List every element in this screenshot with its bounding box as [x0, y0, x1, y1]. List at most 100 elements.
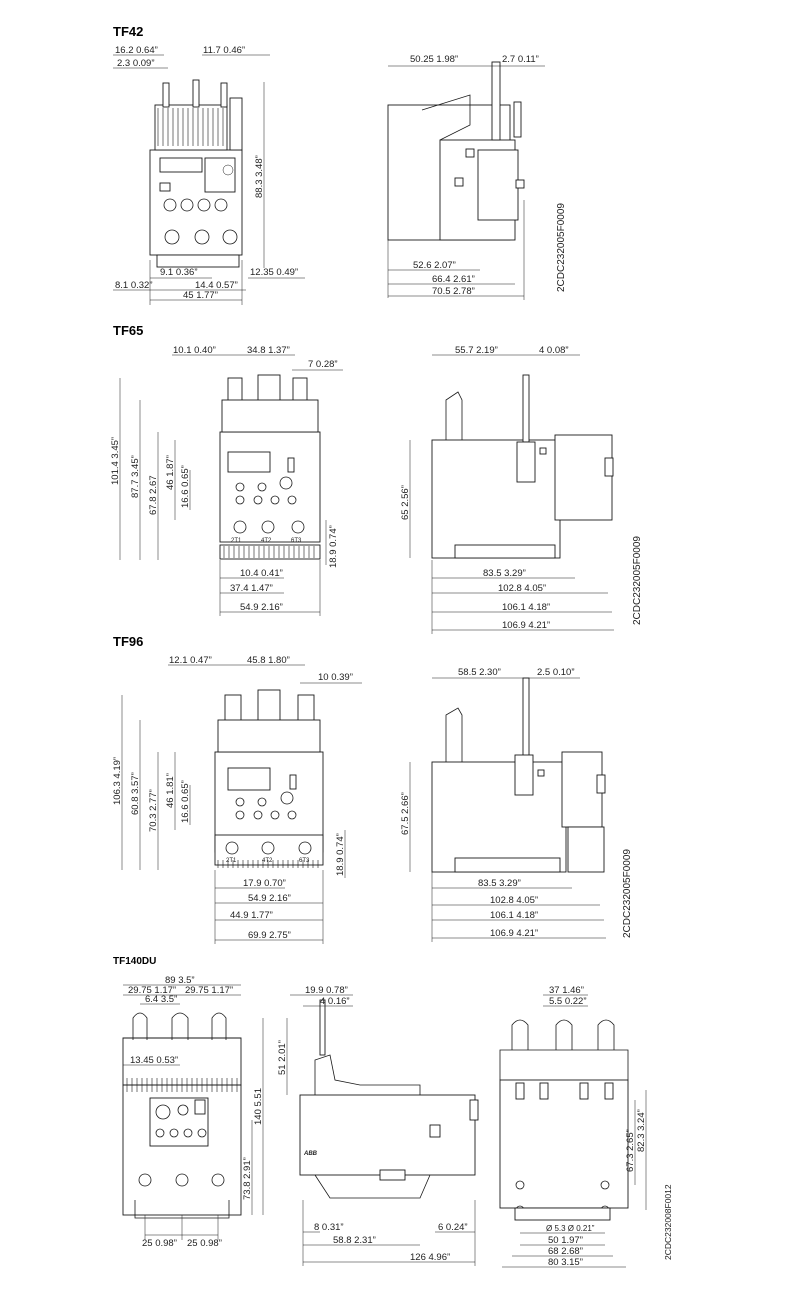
tf65-front-view — [219, 374, 321, 560]
tf140du-rear-dim-label: 5.5 0.22” — [549, 996, 587, 1007]
tf140du-rear-dim-label: 80 3.15” — [548, 1257, 583, 1268]
tf65-dim-label: 37.4 1.47” — [230, 583, 273, 594]
tf42-dim-label: 14.4 0.57” — [195, 280, 238, 291]
tf65-dim-label: 18.9 0.74” — [328, 525, 339, 568]
tf65-side-dim-label: 106.9 4.21” — [502, 620, 550, 631]
tf42-dim-label: 88.3 3.48” — [254, 155, 265, 198]
tf65-terminal-label: 2T1 — [231, 538, 242, 544]
tf96-side-dim-label: 58.5 2.30” — [458, 667, 501, 678]
tf140du-side-dim-label: 51 2.01” — [277, 1040, 288, 1075]
tf96-terminal-label: 2T1 — [226, 858, 237, 864]
tf140du-rear-view — [499, 1019, 629, 1221]
tf42-dim-label: 12.35 0.49” — [250, 267, 298, 278]
tf96-dim-label: 106.3 4.19” — [112, 757, 123, 805]
tf65-dim-label: 10.4 0.41” — [240, 568, 283, 579]
tf140du-rear-dim-label: Ø 5.3 Ø 0.21” — [546, 1224, 595, 1233]
tf42-side-dim-label: 70.5 2.78” — [432, 286, 475, 297]
tf42-front-view — [149, 79, 243, 268]
tf42-dim-label: 11.7 0.46” — [203, 45, 245, 56]
tf140du-dim-label: 89 3.5” — [165, 975, 195, 986]
tf42-drawing-code: 2CDC232005F0009 — [556, 203, 567, 292]
tf140du-side-dimensions — [286, 994, 476, 1266]
tf65-side-dim-label: 83.5 3.29” — [483, 568, 526, 579]
tf140du-title: TF140DU — [113, 956, 156, 967]
tf96-dim-label: 10 0.39” — [318, 672, 353, 683]
tf96-dim-label: 16.6 0.65” — [180, 780, 191, 823]
tf96-side-dim-label: 106.9 4.21” — [490, 928, 538, 939]
tf140du-side-dim-label: 8 0.31” — [314, 1222, 344, 1233]
tf140du-front-view — [122, 1012, 242, 1219]
tf96-front-view — [214, 689, 324, 868]
tf42-side-dim-label: 52.6 2.07” — [413, 260, 456, 271]
tf96-dim-label: 60.8 3.57” — [130, 772, 141, 815]
tf65-dim-label: 16.6 0.65” — [180, 465, 191, 508]
tf65-front-dimensions — [119, 354, 343, 616]
tf65-dim-label: 67.8 2.67 — [148, 475, 159, 515]
tf140du-rear-dim-label: 82.3 3.24” — [636, 1109, 647, 1152]
tf42-side-dim-label: 50.25 1.98” — [410, 54, 458, 65]
tf42-dim-label: 9.1 0.36” — [160, 267, 198, 278]
tf65-terminal-label: 6T3 — [291, 538, 302, 544]
tf65-side-dimensions — [409, 354, 614, 634]
tf140du-front-dimensions — [123, 984, 264, 1240]
tf140du-rear-dim-label: 37 1.46” — [549, 985, 584, 996]
tf140du-side-dim-label: 126 4.96” — [410, 1252, 450, 1263]
tf140du-rear-dimensions — [502, 994, 647, 1268]
tf96-dim-label: 12.1 0.47” — [169, 655, 212, 666]
tf65-side-dim-label: 106.1 4.18” — [502, 602, 550, 613]
tf96-side-dim-label: 102.8 4.05” — [490, 895, 538, 906]
tf42-title: TF42 — [113, 24, 143, 39]
tf65-dim-label: 7 0.28” — [308, 359, 338, 370]
tf65-dim-label: 34.8 1.37” — [247, 345, 290, 356]
tf140du-dim-label: 25 0.98” — [142, 1238, 177, 1249]
tf140du-dim-label: 25 0.98” — [187, 1238, 222, 1249]
tf96-dim-label: 54.9 2.16” — [248, 893, 291, 904]
tf96-dim-label: 44.9 1.77” — [230, 910, 273, 921]
tf140du-rear-dim-label: 68 2.68” — [548, 1246, 583, 1257]
tf96-dim-label: 17.9 0.70” — [243, 878, 286, 889]
tf65-drawing-code: 2CDC232005F0009 — [632, 536, 643, 625]
tf96-side-dim-label: 2.5 0.10” — [537, 667, 575, 678]
tf42-side-dim-label: 66.4 2.61” — [432, 274, 475, 285]
tf140du-dim-label: 140 5.51 — [253, 1088, 264, 1125]
tf42-side-dim-label: 2.7 0.11” — [502, 54, 539, 65]
tf96-side-dimensions — [409, 677, 606, 942]
tf140du-rear-dim-label: 50 1.97” — [548, 1235, 583, 1246]
tf65-terminal-label: 4T2 — [261, 538, 272, 544]
tf42-dim-label: 16.2 0.64” — [115, 45, 158, 56]
tf140du-side-view — [299, 999, 479, 1199]
abb-brand-mark: ABB — [303, 1151, 318, 1157]
tf65-dim-label: 46 1.87” — [165, 455, 176, 490]
tf65-dim-label: 101.4 3.45” — [110, 437, 121, 485]
tf42-dim-label: 45 1.77” — [183, 290, 218, 301]
tf140du-side-dim-label: 19.9 0.78” — [305, 985, 348, 996]
tf96-drawing-code: 2CDC232005F0009 — [622, 849, 633, 938]
tf96-title: TF96 — [113, 634, 143, 649]
tf96-front-dimensions — [121, 664, 362, 944]
tf96-dim-label: 18.9 0.74” — [335, 833, 346, 876]
tf96-dim-label: 46 1.81” — [165, 773, 176, 808]
tf140du-side-dim-label: 58.8 2.31” — [333, 1235, 376, 1246]
tf96-dim-label: 45.8 1.80” — [247, 655, 290, 666]
tf42-side-view — [387, 61, 525, 298]
tf140du-side-dim-label: 6 0.24” — [438, 1222, 468, 1233]
tf65-dim-label: 10.1 0.40” — [173, 345, 216, 356]
tf65-side-dim-label: 65 2.56” — [400, 485, 411, 520]
tf96-side-dim-label: 106.1 4.18” — [490, 910, 538, 921]
tf140du-drawing-code: 2CDC232008F0012 — [663, 1184, 673, 1260]
tf65-side-dim-label: 4 0.08” — [539, 345, 569, 356]
tf140du-rear-dim-label: 67.3 2.65” — [625, 1129, 636, 1172]
tf140du-dim-label: 29.75 1.17” — [185, 985, 233, 996]
tf96-terminal-label: 6T3 — [299, 858, 310, 864]
tf42-dim-label: 2.3 0.09” — [117, 58, 155, 69]
tf65-dim-label: 87.7 3.45” — [130, 455, 141, 498]
tf96-dim-label: 69.9 2.75” — [248, 930, 291, 941]
tf140du-dim-label: 29.75 1.17” — [128, 985, 176, 996]
tf140du-dim-label: 13.45 0.53” — [130, 1055, 178, 1066]
tf140du-dim-label: 6.4 3.5” — [145, 994, 177, 1005]
tf96-dim-label: 70.3 2.77” — [148, 789, 159, 832]
tf96-side-view — [431, 677, 606, 873]
tf65-dim-label: 54.9 2.16” — [240, 602, 283, 613]
tf42-dim-label: 8.1 0.32” — [115, 280, 153, 291]
